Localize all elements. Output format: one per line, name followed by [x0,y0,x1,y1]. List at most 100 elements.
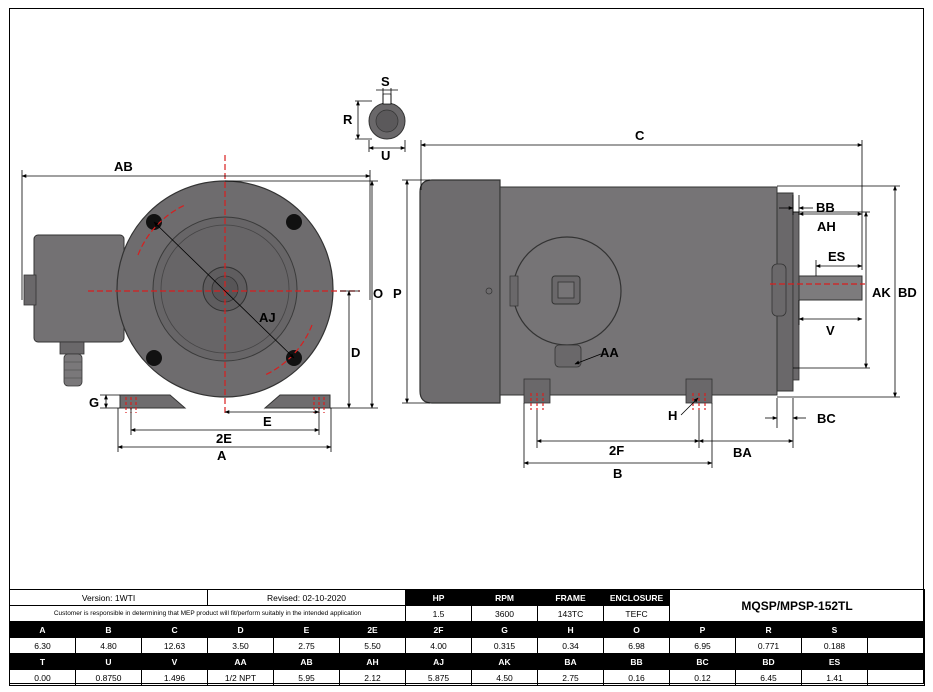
spec-value-frame: 143TC [537,605,605,622]
dim-value: 0.771 [735,637,803,654]
dim-label-e: E [263,414,272,429]
dim-value: 1.496 [140,669,209,686]
spec-header-hp: HP [405,589,473,606]
dim-label-ak: AK [872,285,891,300]
dim-value: 0.315 [471,637,539,654]
dim-value: 4.00 [405,637,473,654]
dim-label-d: D [351,345,360,360]
dim-value: 6.45 [735,669,803,686]
dim-value: 0.34 [537,637,605,654]
dim-label-a: A [217,448,227,463]
dim-value: 5.50 [339,637,407,654]
dim-value: 4.80 [75,637,142,654]
dim-header: BC [669,653,737,670]
dim-value: 2.75 [537,669,605,686]
dim-label-v: V [826,323,835,338]
dim-value: 12.63 [140,637,209,654]
dim-value: 0.12 [669,669,737,686]
dim-header: S [801,621,869,638]
dim-value: 5.95 [273,669,341,686]
dim-value: 6.98 [603,637,671,654]
dim-header: 2F [405,621,473,638]
dim-header: BB [603,653,671,670]
dim-label-ab: AB [114,159,133,174]
dim-value-blank [867,637,926,654]
dims-value-row-2: 0.00 0.8750 1.496 1/2 NPT 5.95 2.12 5.87… [9,669,926,686]
dims-value-row-1: 6.30 4.80 12.63 3.50 2.75 5.50 4.00 0.31… [9,637,926,654]
dim-header: AJ [405,653,473,670]
dim-value: 3.50 [207,637,275,654]
dim-label-ba: BA [733,445,752,460]
dim-header-blank [867,621,926,638]
spec-value-rpm: 3600 [471,605,539,622]
revised-text: Revised: 02-10-2020 [207,589,407,606]
dim-value: 1/2 NPT [207,669,275,686]
dim-label-g: G [89,395,99,410]
dim-header: ES [801,653,869,670]
dim-value: 1.41 [801,669,869,686]
spec-header-enclosure: ENCLOSURE [603,589,671,606]
spec-header-frame: FRAME [537,589,605,606]
dim-label-bd: BD [898,285,917,300]
dim-value-blank [867,669,926,686]
dim-label-c: C [635,128,645,143]
dim-header: E [273,621,341,638]
spec-header-rpm: RPM [471,589,539,606]
dim-header: V [140,653,209,670]
dim-value: 0.8750 [75,669,142,686]
front-view: AJ AB O D G E 2E A [21,155,383,463]
dim-header: T [9,653,76,670]
side-view: C P BB AH ES V AK BD AA [393,128,917,481]
disclaimer-note: Customer is responsible in determining t… [8,605,407,622]
dim-label-es: ES [828,249,846,264]
dim-header: BA [537,653,605,670]
dim-value: 0.00 [9,669,76,686]
dim-header-blank [867,653,926,670]
dim-label-bc: BC [817,411,836,426]
dim-value: 0.188 [801,637,869,654]
dim-header: U [75,653,142,670]
dim-value: 4.50 [471,669,539,686]
dim-value: 6.95 [669,637,737,654]
motor-dimension-drawing: S R U [21,74,917,481]
note-row: Customer is responsible in determining t… [8,605,925,622]
dim-header: BD [735,653,803,670]
dim-header: AA [207,653,275,670]
version-text: Version: 1WTI [8,589,209,606]
dim-header: P [669,621,737,638]
dim-value: 5.875 [405,669,473,686]
dim-value: 6.30 [9,637,76,654]
dim-label-s: S [381,74,390,89]
title-row: Version: 1WTI Revised: 02-10-2020 HP RPM… [8,589,926,622]
spec-table: Version: 1WTI Revised: 02-10-2020 HP RPM… [8,589,926,686]
dim-label-2f: 2F [609,443,624,458]
dim-header: C [140,621,209,638]
dim-header: R [735,621,803,638]
model-number: MQSP/MPSP-152TL [669,589,926,622]
dim-label-2e: 2E [216,431,232,446]
dim-label-o: O [373,286,383,301]
dims-header-row-1: A B C D E 2E 2F G H O P R S [9,621,926,638]
dim-header: A [9,621,76,638]
dim-label-b: B [613,466,622,481]
dim-label-p: P [393,286,402,301]
dim-label-aa: AA [600,345,619,360]
dim-header: AK [471,653,539,670]
dim-header: AH [339,653,407,670]
dim-header: O [603,621,671,638]
dim-label-r: R [343,112,353,127]
dim-value: 2.12 [339,669,407,686]
spec-value-enclosure: TEFC [603,605,671,622]
dim-label-bb: BB [816,200,835,215]
dim-value: 0.16 [603,669,671,686]
dim-header: D [207,621,275,638]
dim-label-aj: AJ [259,310,276,325]
dim-value: 2.75 [273,637,341,654]
spec-value-hp: 1.5 [405,605,473,622]
dim-header: H [537,621,605,638]
dim-label-h: H [668,408,677,423]
dim-header: AB [273,653,341,670]
dim-label-ah: AH [817,219,836,234]
shaft-end-view: S R U [343,74,406,163]
dim-header: 2E [339,621,407,638]
